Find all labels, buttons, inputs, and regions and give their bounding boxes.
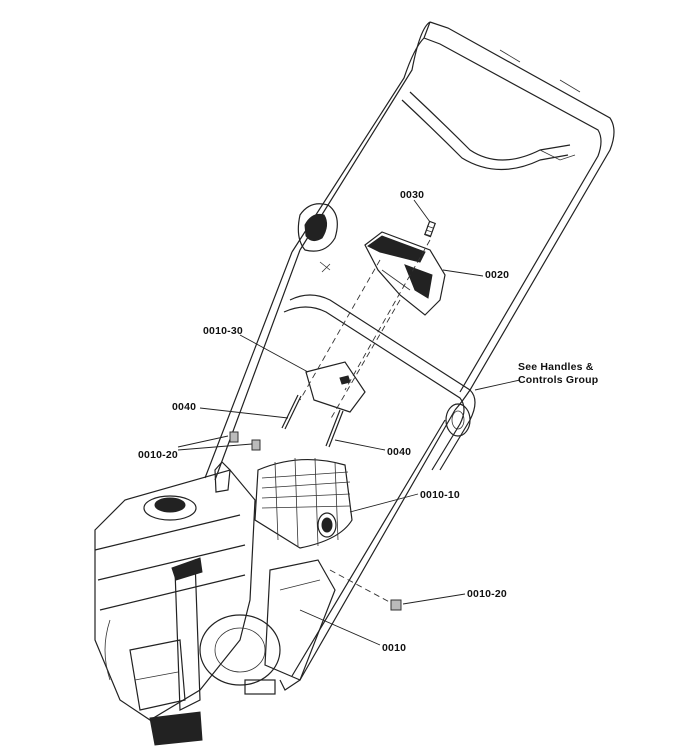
part-0010-30-bracket [305, 361, 366, 413]
callout-0030: 0030 [400, 189, 425, 201]
engine [94, 461, 281, 746]
part-0010-10-muffler-guard [254, 457, 353, 549]
part-0040-bolts [281, 394, 344, 448]
callout-0010-20-left: 0010-20 [138, 449, 178, 461]
callout-0010-30: 0010-30 [203, 325, 243, 337]
callout-0010-20-right: 0010-20 [467, 588, 507, 600]
callout-0010-10: 0010-10 [420, 489, 460, 501]
leader-lines [177, 199, 521, 646]
part-0010-20-bolts [229, 431, 261, 451]
callout-0010: 0010 [382, 642, 407, 654]
lower-handle-frame [204, 249, 476, 691]
callout-0040-left: 0040 [172, 401, 197, 413]
handle-knob [297, 203, 338, 273]
upper-handle-frame [291, 21, 615, 411]
explode-lines [299, 239, 431, 606]
callout-0020: 0020 [485, 269, 510, 281]
callout-see-handles-controls: See Handles & Controls Group [518, 361, 599, 386]
part-0030-bolt [424, 220, 436, 238]
callout-0040-right: 0040 [387, 446, 412, 458]
part-0020-deflector [364, 231, 446, 316]
part-0010-plate [264, 559, 402, 681]
